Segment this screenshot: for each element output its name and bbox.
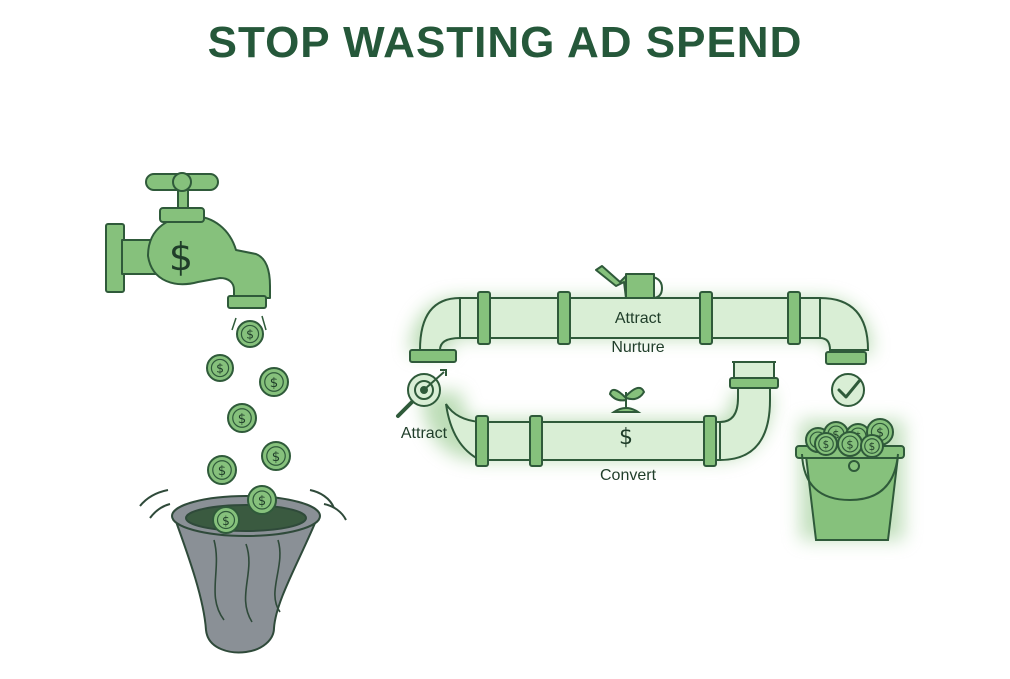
check-circle-icon (831, 373, 865, 407)
svg-text:$: $ (238, 412, 246, 427)
leaky-funnel-icon (139, 489, 347, 654)
svg-text:$: $ (823, 439, 830, 451)
svg-text:$: $ (218, 464, 226, 479)
label-nurture: Nurture (611, 339, 664, 356)
dollar-coin-icon: $ (860, 434, 884, 458)
dollar-coin-icon: $ (259, 367, 289, 397)
svg-text:$: $ (869, 441, 876, 453)
label-convert: Convert (600, 467, 657, 484)
pipe-couplings (475, 291, 801, 467)
svg-text:$: $ (846, 437, 853, 451)
sprout-icon (608, 386, 646, 413)
svg-text:$: $ (246, 328, 254, 342)
splash-lines (231, 315, 267, 331)
faucet-icon (105, 172, 271, 309)
faucet-dollar-sign: $ (169, 235, 193, 279)
dollar-coin-icon: $ (207, 455, 237, 485)
funnel-rim-coin: $ (247, 485, 277, 515)
falling-coins: $ $ $ $ $ $ (206, 320, 291, 485)
svg-text:$: $ (272, 450, 280, 465)
pipe-dollar-sign: $ (619, 425, 633, 450)
svg-text:$: $ (270, 376, 278, 391)
label-attract-top: Attract (615, 310, 662, 327)
dollar-coin-icon: $ (837, 431, 863, 457)
page-title: STOP WASTING AD SPEND (207, 18, 803, 67)
dollar-coin-icon: $ (227, 403, 257, 433)
svg-text:$: $ (832, 427, 839, 441)
dollar-coin-icon: $ (206, 354, 234, 382)
svg-text:$: $ (876, 426, 884, 440)
pipeline (409, 296, 870, 462)
label-attract-left: Attract (401, 425, 448, 442)
dollar-coin-icon: $ (814, 432, 838, 456)
funnel-coin: $ (212, 506, 240, 534)
watering-can-icon (595, 265, 663, 299)
bucket-coins: $$$$$$$ (805, 418, 894, 458)
dollar-coin-icon: $ (236, 320, 264, 348)
svg-text:$: $ (222, 514, 230, 528)
dollar-coin-icon: $ (261, 441, 291, 471)
svg-text:$: $ (216, 362, 224, 376)
magnifier-target-icon (396, 369, 447, 418)
svg-text:$: $ (258, 494, 266, 509)
